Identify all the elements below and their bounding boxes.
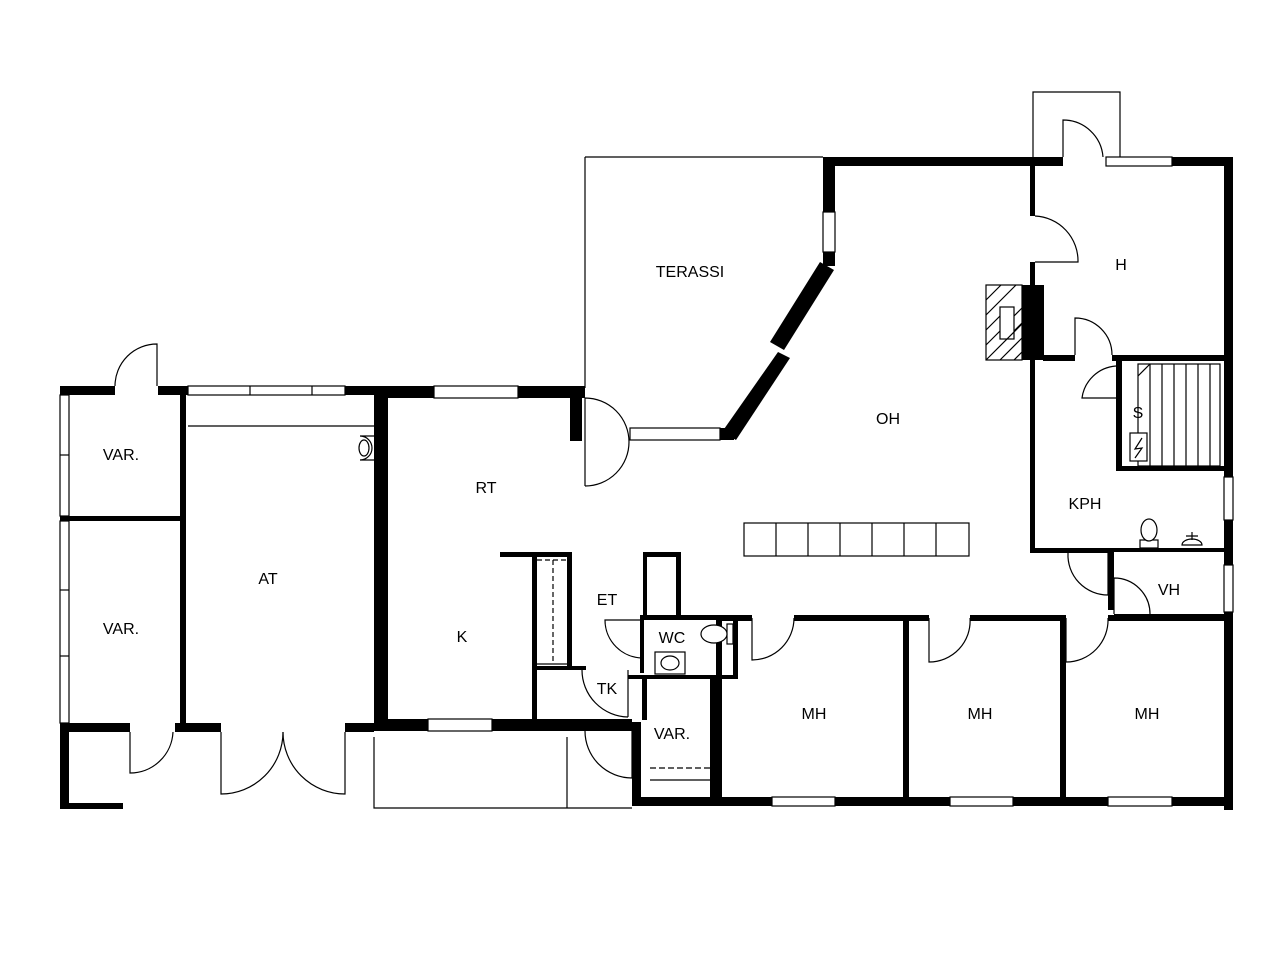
window-mh1 bbox=[771, 796, 836, 807]
door-entrance bbox=[1062, 119, 1104, 158]
door-tk bbox=[581, 669, 629, 718]
fireplace bbox=[985, 284, 1023, 361]
room-label-mh-2: MH bbox=[968, 706, 993, 723]
room-label-var-top: VAR. bbox=[103, 447, 139, 464]
kitchen-island bbox=[743, 522, 970, 557]
door-terrace bbox=[584, 397, 630, 487]
room-label-mh-3: MH bbox=[1135, 706, 1160, 723]
door-mh1 bbox=[751, 617, 795, 661]
room-label-var-bottom: VAR. bbox=[103, 621, 139, 638]
kitchen-counter bbox=[537, 559, 567, 665]
door-sauna bbox=[1074, 317, 1113, 356]
window-terrace bbox=[629, 427, 721, 441]
door-mh3 bbox=[1065, 617, 1109, 663]
patio bbox=[373, 737, 632, 809]
sauna-stove-icon bbox=[1129, 432, 1148, 462]
door-h bbox=[1034, 215, 1079, 263]
window-vh bbox=[1223, 564, 1234, 613]
room-label-var-small: VAR. bbox=[654, 726, 690, 743]
window-kph bbox=[1223, 476, 1234, 521]
interior-walls bbox=[63, 166, 1224, 805]
door-var-small bbox=[584, 730, 633, 779]
door-vh bbox=[1113, 577, 1151, 615]
room-label-tk: TK bbox=[597, 681, 618, 698]
wc-toilet-icon bbox=[700, 623, 734, 645]
door-mh2 bbox=[928, 617, 971, 663]
room-label-et: ET bbox=[597, 592, 618, 609]
room-label-oh: OH bbox=[876, 411, 900, 428]
window-k bbox=[427, 718, 493, 732]
sauna-bench bbox=[1137, 363, 1221, 467]
windows bbox=[59, 156, 1234, 807]
window-rt bbox=[433, 385, 519, 399]
fixtures bbox=[188, 284, 1221, 781]
doors bbox=[114, 119, 1151, 795]
room-label-wc: WC bbox=[659, 630, 686, 647]
window-h-top bbox=[1105, 156, 1173, 167]
wc-sink-icon bbox=[654, 651, 686, 675]
kph-sink-icon bbox=[1181, 532, 1203, 546]
room-label-terassi: TERASSI bbox=[656, 264, 724, 281]
door-at-left bbox=[220, 731, 284, 795]
room-labels: TERASSI OH H S KPH VH RT K ET WC TK VAR.… bbox=[103, 257, 1180, 743]
window-oh-left bbox=[822, 211, 836, 253]
door-var-top bbox=[114, 343, 158, 387]
door-wc bbox=[604, 619, 644, 659]
room-label-vh: VH bbox=[1158, 582, 1180, 599]
kph-toilet-icon bbox=[1139, 518, 1159, 549]
door-var-left bbox=[129, 731, 174, 774]
door-at-right bbox=[282, 731, 346, 795]
door-s bbox=[1081, 365, 1117, 399]
room-label-at: AT bbox=[258, 571, 277, 588]
window-mh2 bbox=[949, 796, 1014, 807]
terrace bbox=[584, 156, 823, 388]
room-label-h: H bbox=[1115, 257, 1127, 274]
room-label-s: S bbox=[1133, 405, 1144, 422]
room-label-rt: RT bbox=[475, 480, 496, 497]
door-kph bbox=[1067, 552, 1109, 596]
window-mh3 bbox=[1107, 796, 1173, 807]
window-at bbox=[187, 385, 346, 396]
window-var-bottom bbox=[59, 520, 70, 724]
room-label-mh-1: MH bbox=[802, 706, 827, 723]
room-label-kph: KPH bbox=[1069, 496, 1102, 513]
entrance-porch bbox=[1032, 91, 1121, 157]
at-sink-icon bbox=[358, 435, 374, 461]
room-label-k: K bbox=[457, 629, 468, 646]
